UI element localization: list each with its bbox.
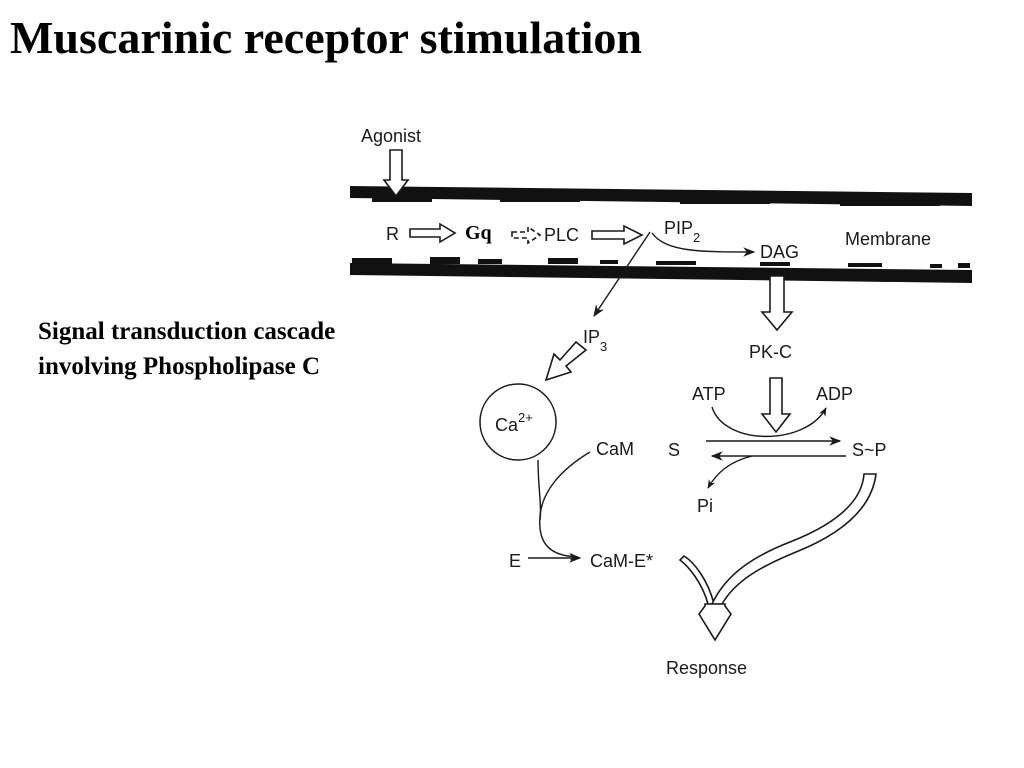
ip3-to-calcium-arrow-icon [544,340,588,382]
atp-label: ATP [692,384,726,404]
adp-label: ADP [816,384,853,404]
calcium-binding-line [537,459,542,521]
plc-label: PLC [544,225,579,245]
calcium-circle [479,383,557,461]
caption-line-2: involving Phospholipase C [38,353,321,380]
membrane-top-band [350,186,972,206]
atp-to-adp-arrow [711,406,827,437]
phospho-to-response-arrow-icon [710,473,877,605]
response-arrowhead-icon [698,603,732,642]
pkc-label: PK-C [749,342,792,362]
pip2-to-ip3-arrow [593,231,651,317]
membrane-label: Membrane [845,229,931,249]
membrane-bottom-band [350,263,972,283]
plc-to-pip2-arrow-icon [591,224,644,246]
pip2-to-dag-arrow [651,232,756,257]
membrane-bilayer [350,186,972,283]
calmodulin-label: CaM [596,439,634,459]
agonist-label: Agonist [361,126,421,146]
calcium-label: Ca2+ [495,410,533,435]
receptor-label: R [386,224,399,244]
gq-to-plc-arrow-icon [511,225,542,245]
enzyme-label: E [509,551,521,571]
pkc-to-phosphorylation-arrow-icon [760,377,792,434]
agonist-arrow-icon [382,149,410,198]
gq-label: Gq [465,222,492,244]
dag-to-pkc-arrow-icon [760,275,794,332]
caption-line-1: Signal transduction cascade [38,318,336,345]
response-label: Response [666,658,747,678]
calcium-to-complex-arrow [539,515,579,561]
dag-label: DAG [760,242,799,262]
ip3-subscript: 3 [600,339,607,354]
phospho-substrate-label: S~P [852,440,887,460]
pip2-label: PIP2 [664,218,700,245]
ip3-label: IP3 [583,327,607,354]
pi-label: Pi [697,496,713,516]
pip2-base: PIP [664,218,693,238]
substrate-label: S [668,440,680,460]
pip2-subscript: 2 [693,230,700,245]
calmodulin-binding-line [539,451,591,517]
calcium-base: Ca [495,415,519,435]
ip3-base: IP [583,327,600,347]
calcium-superscript: 2+ [518,410,533,425]
pi-release-arrow [707,455,753,489]
cam-e-complex-label: CaM-E* [590,551,653,571]
complex-to-response-arrow-icon [678,554,716,605]
slide-title: Muscarinic receptor stimulation [10,12,642,63]
r-to-gq-arrow-icon [409,222,457,244]
caption: Signal transduction cascade involving Ph… [38,314,335,384]
